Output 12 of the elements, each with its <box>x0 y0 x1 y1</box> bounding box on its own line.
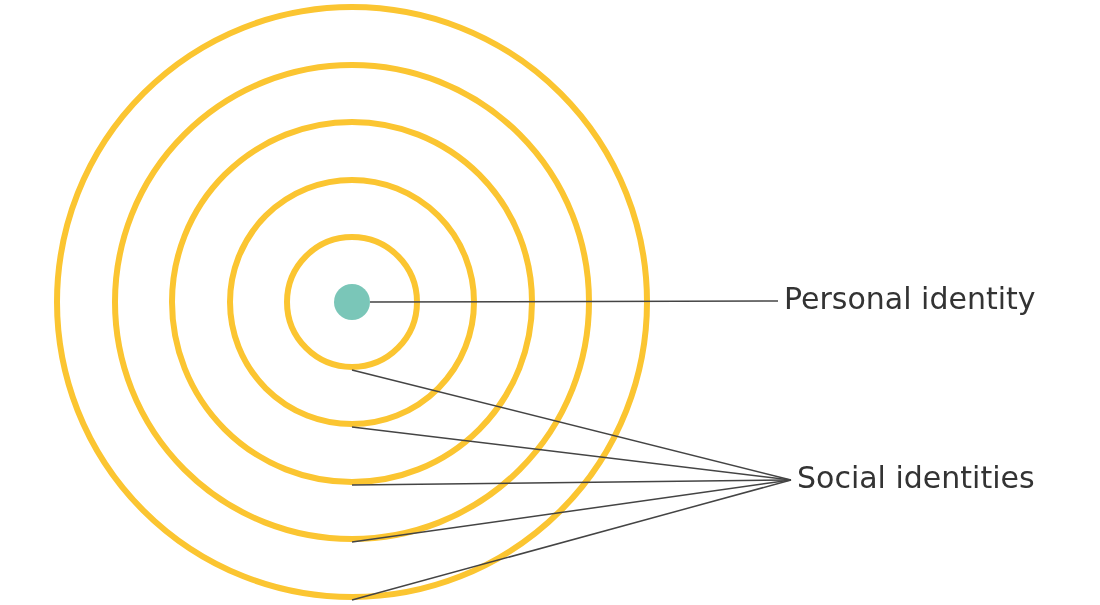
callout-label: Social identities <box>797 463 1035 493</box>
leader-line <box>351 479 792 486</box>
concentric-ring <box>227 177 477 427</box>
concentric-ring <box>54 4 650 600</box>
leader-line <box>351 479 792 543</box>
concentric-ring <box>112 62 592 542</box>
leader-line <box>369 300 779 303</box>
center-dot <box>334 284 370 320</box>
concentric-ring <box>284 234 420 370</box>
callout-label: Personal identity <box>784 284 1036 314</box>
leader-line <box>351 479 792 601</box>
concentric-ring <box>169 119 535 485</box>
